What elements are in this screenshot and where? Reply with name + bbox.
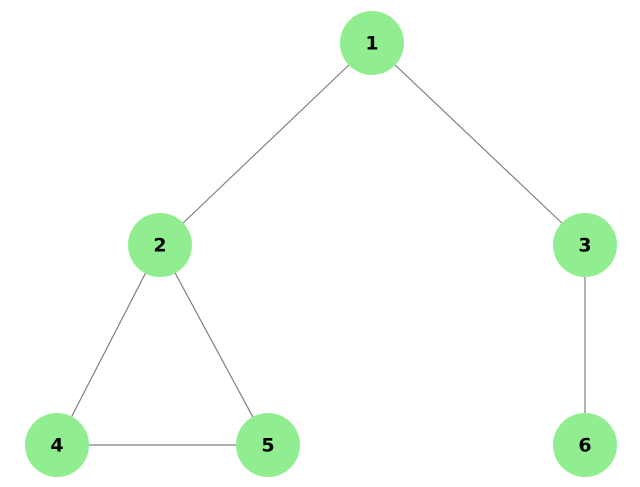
graph-edge-2-5 (159, 244, 269, 446)
graph-node-label-4: 4 (50, 435, 63, 457)
graph-node-label-3: 3 (578, 235, 591, 257)
graph-node-6 (553, 413, 617, 477)
graph-node-label-5: 5 (261, 435, 274, 457)
graph-node-2 (128, 213, 192, 277)
graph-edge-2-4 (56, 244, 161, 446)
graph-node-5 (236, 413, 300, 477)
graph-node-label-1: 1 (365, 33, 378, 55)
graph-node-label-2: 2 (153, 235, 166, 257)
graph-node-4 (25, 413, 89, 477)
graph-node-1 (340, 11, 404, 75)
graph-edge-1-2 (159, 42, 373, 246)
graph-node-label-6: 6 (578, 435, 591, 457)
graph-edge-1-3 (371, 42, 586, 246)
graph-node-3 (553, 213, 617, 277)
